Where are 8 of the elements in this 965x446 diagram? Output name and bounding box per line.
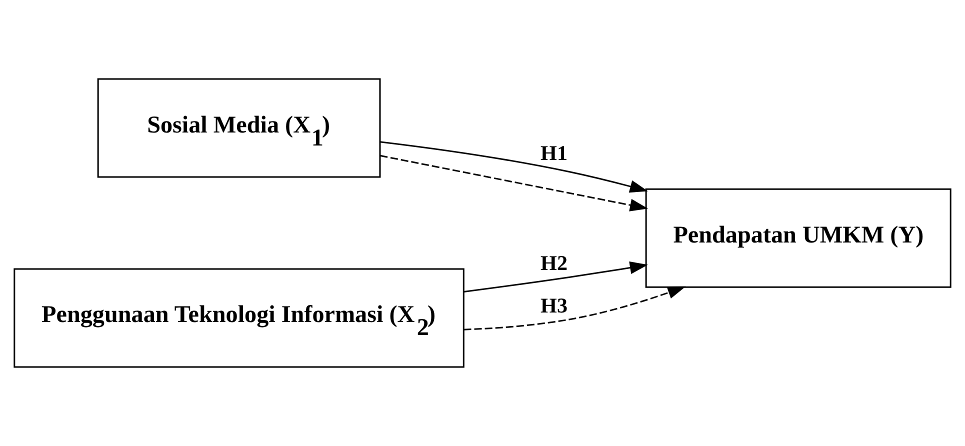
edge-label: H2 [540,251,568,276]
edge-label: H1 [540,140,568,165]
arrow [464,261,648,292]
arrow [464,286,686,330]
arrow [380,141,648,193]
edge-label: H3 [540,293,568,318]
node-box: Pendapatan UMKM (Y) [645,188,952,288]
arrow [380,154,648,212]
